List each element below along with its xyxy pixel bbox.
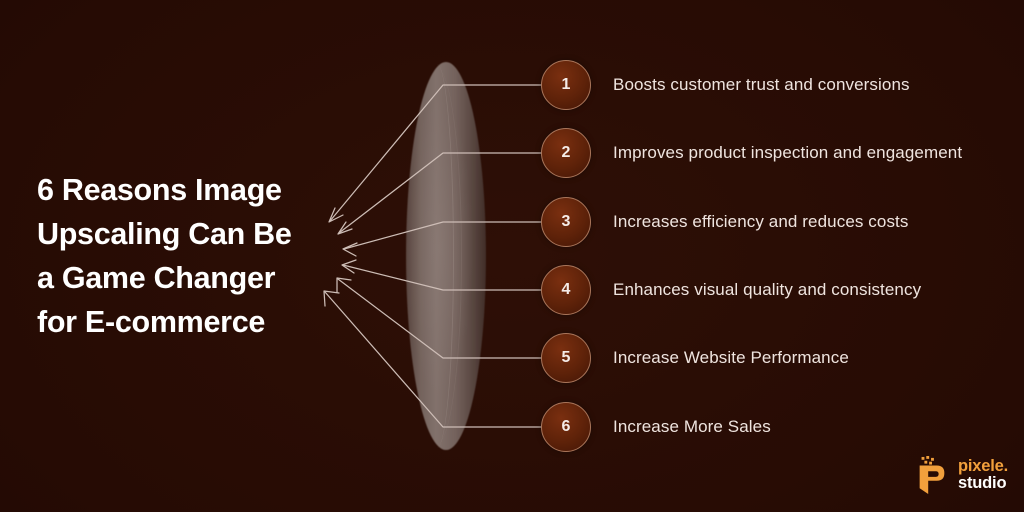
reason-badge-1[interactable]: 1 xyxy=(541,60,591,110)
title-line-4: for E-commerce xyxy=(37,305,266,339)
brand-logo: pixele. studio xyxy=(915,456,1008,494)
reason-number-6: 6 xyxy=(561,418,571,435)
reason-label-6: Increase More Sales xyxy=(613,417,771,436)
ellipse-crease-inner xyxy=(420,64,454,448)
reason-row-3[interactable]: 3 Increases efficiency and reduces costs xyxy=(541,197,908,247)
reason-badge-6[interactable]: 6 xyxy=(541,402,591,452)
arrowhead-5 xyxy=(336,277,352,293)
reason-label-4: Enhances visual quality and consistency xyxy=(613,280,922,299)
reason-label-5: Increase Website Performance xyxy=(613,348,849,367)
reason-number-4: 4 xyxy=(561,281,571,298)
reason-number-1: 1 xyxy=(561,76,571,93)
reason-label-2: Improves product inspection and engageme… xyxy=(613,143,963,162)
logo-wordmark: pixele. studio xyxy=(958,456,1008,492)
reason-label-3: Increases efficiency and reduces costs xyxy=(613,212,909,231)
title-line-1: 6 Reasons Image xyxy=(37,173,282,207)
logo-text-line-1: pixele. xyxy=(958,456,1008,475)
arrowhead-4 xyxy=(341,259,357,274)
reason-number-5: 5 xyxy=(561,349,571,366)
title-line-3: a Game Changer xyxy=(37,261,276,295)
reason-row-2[interactable]: 2 Improves product inspection and engage… xyxy=(541,128,962,178)
reason-badge-2[interactable]: 2 xyxy=(541,128,591,178)
logo-text-line-2: studio xyxy=(958,474,1007,492)
reason-label-1: Boosts customer trust and conversions xyxy=(613,75,910,94)
center-ellipse-graphic xyxy=(406,62,486,450)
arrowhead-3 xyxy=(342,242,358,257)
arrowhead-2 xyxy=(337,221,353,235)
reason-number-3: 3 xyxy=(561,213,571,230)
reason-badge-4[interactable]: 4 xyxy=(541,265,591,315)
ellipse-crease-outer xyxy=(412,68,462,444)
reason-row-4[interactable]: 4 Enhances visual quality and consistenc… xyxy=(541,265,921,315)
reason-badge-3[interactable]: 3 xyxy=(541,197,591,247)
reason-badge-5[interactable]: 5 xyxy=(541,333,591,383)
reason-row-6[interactable]: 6 Increase More Sales xyxy=(541,402,771,452)
page-title: 6 Reasons Image Upscaling Can Be a Game … xyxy=(37,168,337,344)
reason-number-2: 2 xyxy=(561,144,571,161)
reason-row-1[interactable]: 1 Boosts customer trust and conversions xyxy=(541,60,910,110)
reason-row-5[interactable]: 5 Increase Website Performance xyxy=(541,333,849,383)
pixele-p-logo-icon xyxy=(919,456,945,494)
title-line-2: Upscaling Can Be xyxy=(37,217,292,251)
